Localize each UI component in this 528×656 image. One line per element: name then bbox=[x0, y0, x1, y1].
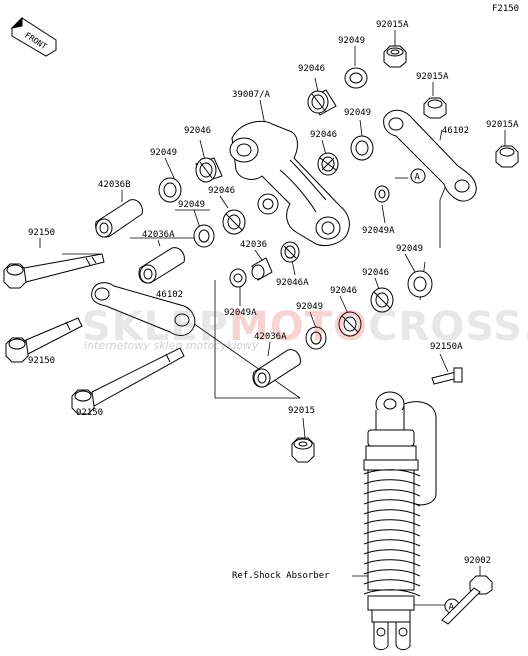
washer-92049-r2 bbox=[407, 270, 433, 298]
front-arrow-icon: FRONT bbox=[10, 16, 57, 57]
bearing-92046-top bbox=[307, 89, 337, 116]
shock-absorber bbox=[363, 391, 437, 651]
label-ref-shock-absorber: Ref.Shock Absorber bbox=[232, 571, 330, 581]
label-42036: 42036 bbox=[240, 240, 268, 250]
label-92046-top: 92046 bbox=[298, 64, 326, 74]
bearing-92046-lc bbox=[222, 209, 246, 235]
bearing-92046-c bbox=[317, 152, 339, 176]
washer-92049-top bbox=[344, 67, 368, 89]
label-92150a: 92150A bbox=[430, 342, 463, 352]
washer-92049-r1 bbox=[350, 135, 374, 161]
label-92002: 92002 bbox=[464, 556, 492, 566]
callout-a-top: A bbox=[410, 168, 426, 184]
washer-92049a-r bbox=[374, 185, 390, 203]
bolt-92150-1 bbox=[3, 253, 105, 289]
label-39007a: 39007/A bbox=[232, 90, 270, 100]
collar-42036b bbox=[95, 199, 143, 238]
washer-92049-l bbox=[158, 177, 182, 203]
watermark: SKLEPMOTOCROSS.PL bbox=[82, 304, 528, 350]
tie-rod-46102-top bbox=[383, 109, 477, 202]
collar-42036 bbox=[251, 257, 273, 281]
bolt-92002 bbox=[441, 575, 493, 625]
label-92049-l: 92049 bbox=[150, 148, 178, 158]
label-92049-c: 92049 bbox=[296, 302, 324, 312]
label-92049-lc: 92049 bbox=[178, 200, 206, 210]
label-92015a-right: 92015A bbox=[486, 120, 519, 130]
bolt-92150-3 bbox=[71, 347, 185, 415]
label-46102-top: 46102 bbox=[442, 126, 470, 136]
svg-text:A: A bbox=[415, 173, 421, 183]
collar-42036a-c bbox=[252, 349, 301, 388]
label-42036b: 42036B bbox=[98, 180, 131, 190]
nut-92015a-top bbox=[383, 45, 407, 68]
washer-92049a-c bbox=[229, 268, 247, 288]
watermark-tagline: internetowy sklep motocyklowy bbox=[84, 339, 259, 352]
bearing-92046-r bbox=[370, 287, 394, 313]
tie-rod-46102-low bbox=[91, 282, 196, 336]
label-92049a-c: 92049A bbox=[224, 308, 257, 318]
bolt-92150a bbox=[431, 367, 463, 385]
label-92150-3: 92150 bbox=[76, 408, 104, 418]
label-92015: 92015 bbox=[288, 406, 316, 416]
label-92150-1: 92150 bbox=[28, 228, 56, 238]
label-92046-r: 92046 bbox=[362, 268, 390, 278]
washer-92049-c bbox=[305, 326, 327, 350]
label-92046-c2: 92046 bbox=[330, 286, 358, 296]
bearing-92046-l bbox=[195, 157, 223, 183]
bearing-92046a bbox=[280, 241, 300, 263]
rocker-arm-39007a bbox=[229, 120, 350, 247]
nut-92015a-mid bbox=[423, 97, 447, 119]
label-46102-low: 46102 bbox=[156, 290, 184, 300]
label-92015a-top: 92015A bbox=[376, 20, 409, 30]
nut-92015 bbox=[291, 437, 315, 463]
label-42036a-c: 42036A bbox=[254, 332, 287, 342]
label-92046a: 92046A bbox=[276, 278, 309, 288]
washer-92049-lc bbox=[193, 224, 215, 248]
label-92049-top: 92049 bbox=[338, 36, 366, 46]
label-42036a-l: 42036A bbox=[142, 230, 175, 240]
bolt-92150-2 bbox=[5, 317, 83, 363]
bearing-92046-c2 bbox=[338, 311, 362, 337]
nut-92015a-right bbox=[495, 145, 519, 168]
label-92046-l: 92046 bbox=[184, 126, 212, 136]
label-92015a-mid: 92015A bbox=[416, 72, 449, 82]
label-92049a-r: 92049A bbox=[362, 226, 395, 236]
svg-text:A: A bbox=[449, 603, 455, 613]
collar-42036a-l bbox=[138, 247, 185, 284]
label-92049-r1: 92049 bbox=[344, 108, 372, 118]
label-92049-r2: 92049 bbox=[396, 244, 424, 254]
label-92046-c: 92046 bbox=[310, 130, 338, 140]
figure-code: F2150 bbox=[492, 4, 520, 14]
label-92150-2: 92150 bbox=[28, 356, 56, 366]
label-92046-lc: 92046 bbox=[208, 186, 236, 196]
